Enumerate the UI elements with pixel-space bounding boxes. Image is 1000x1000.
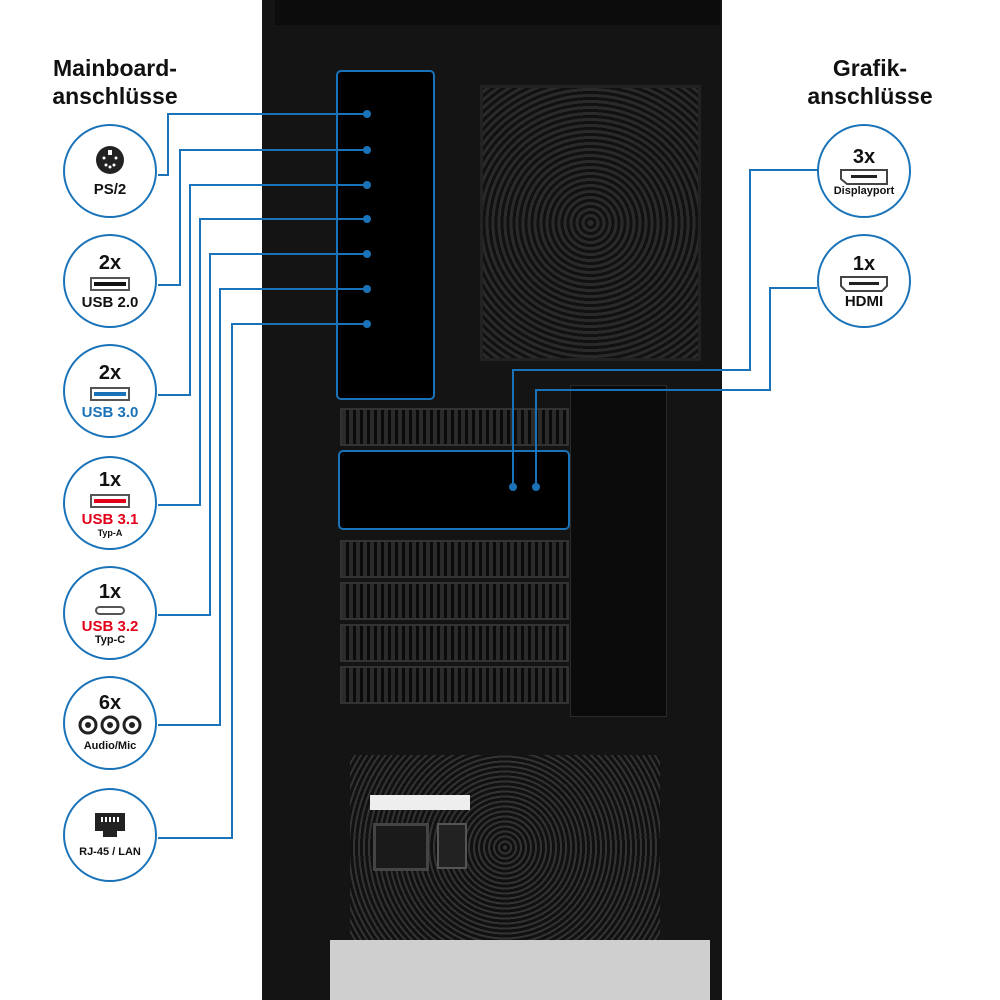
case-foot [330, 940, 710, 1000]
pcie-slot-cover [340, 582, 569, 620]
heading-line: anschlüsse [52, 83, 178, 109]
ps2-icon [96, 145, 124, 174]
port-count: 6x [98, 691, 122, 714]
port-count: 2x [98, 361, 122, 384]
usb-a-icon [90, 386, 130, 401]
rj45-icon [95, 813, 125, 837]
port-count: 3x [852, 146, 876, 168]
psu-sticker [370, 795, 470, 810]
port-dot [363, 215, 371, 223]
line-displayport [512, 169, 817, 487]
line-audio [158, 288, 367, 726]
graphics-heading: Grafik- anschlüsse [790, 54, 950, 110]
port-dot [363, 320, 371, 328]
port-dot [363, 181, 371, 189]
gpu-bracket [570, 385, 667, 717]
rear-fan-grill [480, 85, 701, 361]
usb-c-icon [95, 606, 125, 615]
port-label: RJ-45 / LAN [79, 846, 141, 858]
usb-a-icon [90, 276, 130, 291]
port-label: USB 3.1 [81, 510, 139, 528]
port-usb32: 1x USB 3.2 Typ-C [63, 566, 157, 660]
port-usb30: 2x USB 3.0 [63, 344, 157, 438]
port-label: USB 3.2 [81, 618, 139, 635]
port-dot [363, 146, 371, 154]
case-handle [275, 0, 720, 25]
port-usb31: 1x USB 3.1 Typ-A [63, 456, 157, 550]
port-ps2: PS/2 [63, 124, 157, 218]
port-label: USB 3.0 [81, 403, 139, 421]
port-label: Audio/Mic [83, 739, 137, 752]
port-hdmi: 1x HDMI [817, 234, 911, 328]
gpu-io-panel [338, 450, 570, 530]
power-switch [437, 823, 467, 869]
port-label: PS/2 [93, 180, 127, 198]
pcie-slot-cover [340, 666, 569, 704]
heading-line: anschlüsse [807, 83, 933, 109]
port-count: 2x [98, 251, 122, 274]
line-ps2 [158, 113, 367, 176]
power-socket [373, 823, 429, 871]
port-label: HDMI [844, 292, 884, 310]
line-usb20 [158, 149, 367, 286]
port-sublabel: Typ-C [94, 634, 126, 646]
pcie-slot-cover [340, 624, 569, 662]
pcie-slot-cover [340, 540, 569, 578]
port-count: 1x [852, 252, 876, 275]
line-lan [158, 323, 367, 839]
displayport-icon [840, 169, 888, 185]
port-dot [509, 483, 517, 491]
port-sublabel: Typ-A [97, 527, 123, 538]
port-usb20: 2x USB 2.0 [63, 234, 157, 328]
port-label: USB 2.0 [81, 293, 139, 311]
hdmi-icon [840, 275, 888, 292]
port-count: 1x [98, 581, 122, 603]
usb-a-icon [90, 493, 130, 508]
port-label: Displayport [833, 185, 895, 197]
port-audio: 6x Audio/Mic [63, 676, 157, 770]
port-dot [363, 285, 371, 293]
port-dot [363, 110, 371, 118]
port-lan: RJ-45 / LAN [63, 788, 157, 882]
port-count: 1x [98, 468, 122, 491]
pcie-slot-cover [340, 408, 569, 446]
line-hdmi [535, 287, 817, 487]
mainboard-io-panel [336, 70, 435, 400]
port-dot [363, 250, 371, 258]
line-usb32 [158, 253, 367, 616]
line-usb30 [158, 184, 367, 396]
audio-jack-icon [78, 715, 142, 734]
mainboard-heading: Mainboard- anschlüsse [20, 54, 210, 110]
port-displayport: 3x Displayport [817, 124, 911, 218]
port-dot [532, 483, 540, 491]
heading-line: Mainboard- [53, 55, 177, 81]
heading-line: Grafik- [832, 55, 908, 81]
line-usb31 [158, 218, 367, 506]
